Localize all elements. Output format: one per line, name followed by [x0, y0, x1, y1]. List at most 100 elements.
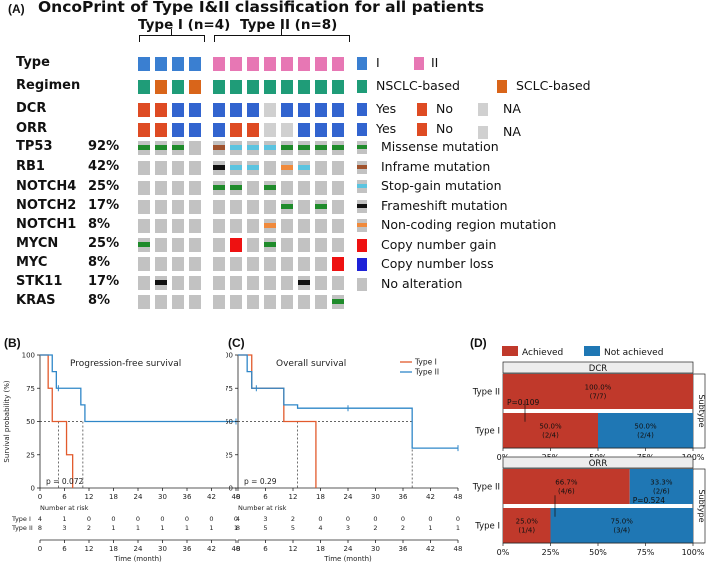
- x-tick-label: 18: [109, 493, 118, 501]
- risk-count: 0: [346, 515, 350, 523]
- cell-tp53-7: [247, 141, 259, 155]
- gene-pct-tp53: 92%: [88, 139, 120, 154]
- cell-dcr-3: [172, 103, 184, 117]
- risk-count: 1: [62, 515, 66, 523]
- risk-count: 0: [136, 515, 140, 523]
- category-label: Type I: [474, 427, 500, 437]
- risk-count: 1: [160, 524, 164, 532]
- cell-notch2-2: [155, 200, 167, 214]
- cell-mycn-2: [155, 238, 167, 252]
- cell-mycn-6: [230, 238, 242, 252]
- bar-segment-achieved: [503, 508, 551, 543]
- cell-type-3: [172, 57, 184, 71]
- cell-myc-5: [213, 257, 225, 271]
- cell-notch1-12: [332, 219, 344, 233]
- legend-swatch-sclc: [497, 80, 507, 93]
- legend-swatch-typeI: [357, 57, 367, 70]
- legend-swatch-not-achieved: [584, 346, 600, 356]
- missense-marker: [315, 204, 327, 209]
- risk-tick-label: 18: [109, 545, 118, 553]
- cell-type-12: [332, 57, 344, 71]
- cell-regimen-1: [138, 80, 150, 94]
- risk-count: 3: [346, 524, 350, 532]
- cell-mycn-5: [213, 238, 225, 252]
- cell-notch2-3: [172, 200, 184, 214]
- cell-notch2-1: [138, 200, 150, 214]
- risk-tick-label: 0: [38, 545, 42, 553]
- legend-swatch-none: [357, 277, 367, 291]
- cell-notch2-10: [298, 200, 310, 214]
- frameshift-marker: [298, 280, 310, 285]
- bar-segment-achieved: [503, 469, 630, 504]
- inframe-legend-marker: [357, 164, 367, 169]
- risk-tick-label: 6: [263, 545, 268, 553]
- stopgain-marker: [247, 145, 259, 150]
- cell-kras-9: [281, 295, 293, 309]
- legend-text-na: NA: [503, 124, 521, 139]
- cell-dcr-11: [315, 103, 327, 117]
- cell-notch4-10: [298, 181, 310, 195]
- os-km-plot: 02550751000612182430364248Overall surviv…: [226, 352, 463, 563]
- cell-type-4: [189, 57, 201, 71]
- cell-stk11-4: [189, 276, 201, 290]
- cell-notch4-5: [213, 181, 225, 195]
- y-tick-label: 75: [26, 385, 35, 393]
- missense-marker: [332, 299, 344, 304]
- cell-dcr-9: [281, 103, 293, 117]
- cell-notch4-1: [138, 181, 150, 195]
- cell-stk11-10: [298, 276, 310, 290]
- cell-stk11-11: [315, 276, 327, 290]
- risk-count: 8: [236, 524, 240, 532]
- cell-kras-8: [264, 295, 276, 309]
- cell-regimen-5: [213, 80, 225, 94]
- cell-myc-9: [281, 257, 293, 271]
- legend-swatch-nsclc: [357, 80, 367, 93]
- cell-orr-4: [189, 123, 201, 137]
- stopgain-legend-marker: [357, 184, 367, 188]
- risk-count: 4: [236, 515, 240, 523]
- y-tick-label: 50: [226, 418, 233, 426]
- cell-mycn-12: [332, 238, 344, 252]
- x-tick-label: 48: [454, 493, 463, 501]
- x-tick-label: 24: [344, 493, 353, 501]
- missense-marker: [264, 242, 276, 247]
- stopgain-marker: [298, 165, 310, 170]
- cell-myc-2: [155, 257, 167, 271]
- risk-tick-label: 30: [158, 545, 167, 553]
- p-value: P=0.524: [633, 496, 666, 505]
- gene-label-mycn: MYCN: [16, 236, 59, 251]
- cell-mycn-7: [247, 238, 259, 252]
- stopgain-marker: [230, 165, 242, 170]
- legend-swatch-frameshift: [357, 199, 367, 213]
- cell-rb1-2: [155, 161, 167, 175]
- cell-notch1-11: [315, 219, 327, 233]
- cell-stk11-5: [213, 276, 225, 290]
- x-tick-label: 12: [85, 493, 94, 501]
- cell-notch2-8: [264, 200, 276, 214]
- group-type1-label: Type I (n=4): [138, 17, 231, 33]
- category-label: Type I: [474, 522, 500, 532]
- cell-kras-3: [172, 295, 184, 309]
- risk-count: 1: [456, 524, 460, 532]
- cell-dcr-2: [155, 103, 167, 117]
- cell-stk11-12: [332, 276, 344, 290]
- cell-kras-12: [332, 295, 344, 309]
- cell-stk11-8: [264, 276, 276, 290]
- x-tick-label: 100%: [682, 548, 705, 557]
- y-axis-title: Survival probability (%): [3, 380, 11, 462]
- panel-d-label: (D): [470, 336, 487, 350]
- cell-orr-6: [230, 123, 242, 137]
- bar-segment-not-achieved: [629, 469, 693, 504]
- risk-count: 4: [38, 515, 42, 523]
- noncoding-legend-marker: [357, 223, 367, 227]
- cell-mycn-9: [281, 238, 293, 252]
- group-type1-bracket-tick: [171, 29, 173, 35]
- x-tick-label: 24: [134, 493, 143, 501]
- cell-notch4-3: [172, 181, 184, 195]
- panel-a-label: (A): [8, 2, 25, 16]
- legend-text-gain: Copy number gain: [381, 236, 497, 252]
- risk-tick-label: 0: [236, 545, 240, 553]
- cell-notch2-6: [230, 200, 242, 214]
- cell-notch4-7: [247, 181, 259, 195]
